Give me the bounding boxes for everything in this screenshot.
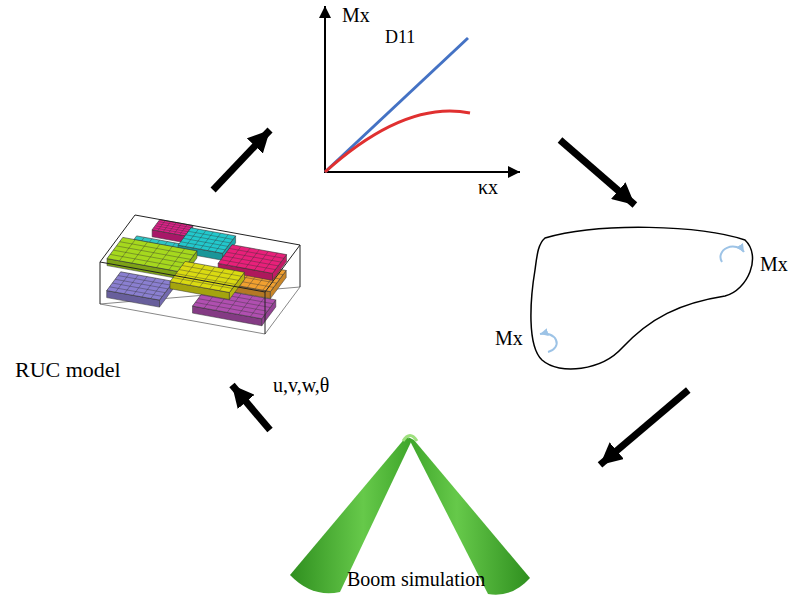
ruc-box-top bbox=[100, 215, 300, 292]
axis-label: Mx bbox=[495, 327, 523, 349]
moment-curvature-plot bbox=[324, 6, 520, 173]
axis-label: Mx bbox=[760, 253, 788, 275]
stage-region: MxD11 κx bbox=[270, 0, 560, 200]
beam-outline bbox=[531, 227, 753, 369]
y-axis bbox=[324, 6, 326, 173]
linear-stiffness-line bbox=[325, 38, 468, 172]
flow-arrow bbox=[600, 390, 688, 465]
flow-arrow bbox=[213, 130, 270, 190]
flow-arrow bbox=[560, 140, 635, 205]
axis-label: Mx bbox=[342, 4, 370, 26]
axis-label: κx bbox=[478, 176, 498, 198]
stage-region: Boom simulation bbox=[270, 425, 600, 595]
boom-hinge bbox=[403, 436, 417, 442]
moment-arrow bbox=[720, 247, 744, 262]
boom-illustration bbox=[290, 436, 530, 595]
ruc-block bbox=[107, 272, 174, 307]
ruc-box-edge bbox=[265, 292, 266, 334]
stage-label: RUC model bbox=[15, 358, 121, 382]
flow-arrow bbox=[232, 385, 270, 430]
stage-label: Boom simulation bbox=[347, 568, 485, 590]
ruc-block bbox=[170, 261, 245, 299]
ruc-illustration bbox=[100, 215, 300, 334]
stage-region: RUC model bbox=[10, 190, 310, 385]
ruc-box-edge bbox=[300, 245, 301, 287]
axis-label: D11 bbox=[385, 28, 415, 48]
moment-arrow bbox=[540, 334, 557, 352]
edge-label: u,v,w,θ bbox=[271, 374, 331, 396]
ruc-box-edge bbox=[100, 262, 101, 304]
nonlinear-curve bbox=[325, 111, 470, 172]
x-axis bbox=[324, 171, 520, 173]
beam-segment bbox=[531, 227, 753, 369]
stage-region: MxMx bbox=[490, 205, 795, 390]
